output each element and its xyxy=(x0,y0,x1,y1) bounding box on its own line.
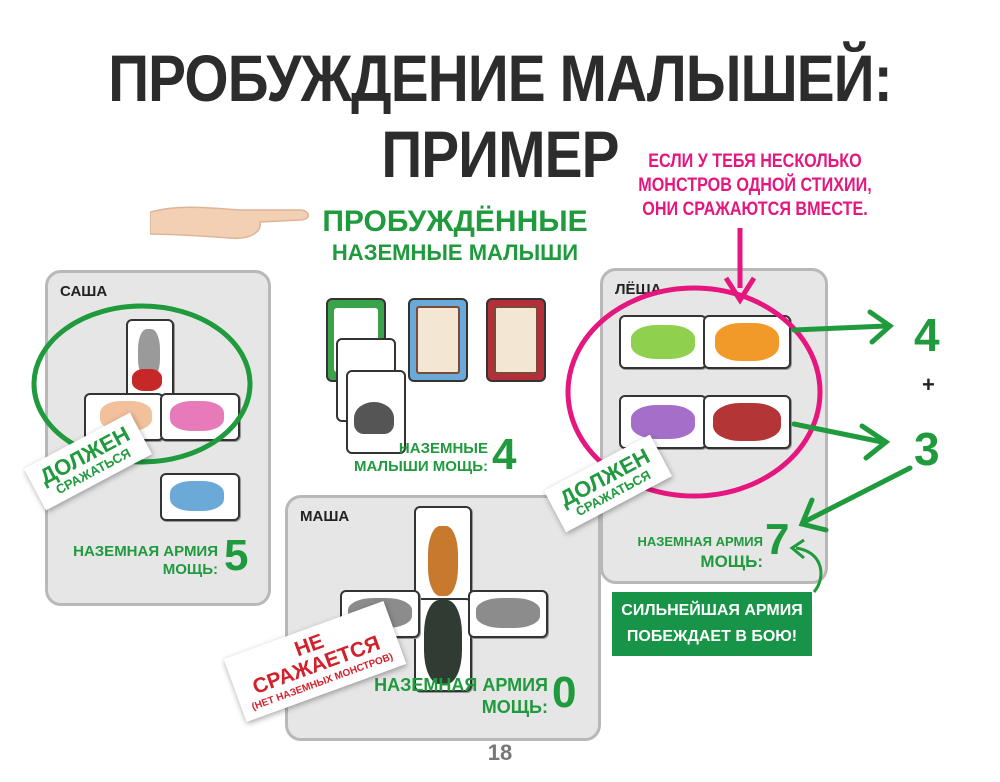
awakened-line1: ПРОБУЖДЁННЫЕ xyxy=(322,205,588,238)
awakened-heading: ПРОБУЖДЁННЫЕ НАЗЕМНЫЕ МАЛЫШИ xyxy=(305,205,605,267)
awakened-line2: НАЗЕМНЫЕ МАЛЫШИ xyxy=(331,240,579,265)
element-note: ЕСЛИ У ТЕБЯ НЕСКОЛЬКО МОНСТРОВ ОДНОЙ СТИ… xyxy=(638,151,872,220)
masha-power-label: НАЗЕМНАЯ АРМИЯ МОЩЬ: xyxy=(358,674,548,718)
monster-card xyxy=(703,395,791,449)
green-arrows-icon xyxy=(790,300,920,560)
sum-plus: + xyxy=(922,372,935,397)
player-name: МАША xyxy=(300,508,350,525)
sum-bottom: 3 xyxy=(914,423,940,475)
monster-card xyxy=(160,473,240,521)
power-label-line1: НАЗЕМНАЯ АРМИЯ xyxy=(73,543,218,560)
monster-card xyxy=(619,315,707,369)
land-baby-card xyxy=(346,370,406,454)
lesha-power-label: НАЗЕМНАЯ АРМИЯ МОЩЬ: xyxy=(613,533,763,573)
masha-power-value: 0 xyxy=(552,668,577,717)
power-label-line1: НАЗЕМНАЯ АРМИЯ xyxy=(374,675,548,695)
page-number: 18 xyxy=(487,740,513,765)
pointing-hand-icon xyxy=(149,190,320,250)
center-power-label2: МАЛЫШИ МОЩЬ: xyxy=(354,458,488,475)
pink-arrow-icon xyxy=(720,228,760,308)
center-power: НАЗЕМНЫЕ МАЛЫШИ МОЩЬ: 4 xyxy=(340,430,550,490)
sasha-power-label: НАЗЕМНАЯ АРМИЯ МОЩЬ: xyxy=(58,543,218,579)
power-label-line1: НАЗЕМНАЯ АРМИЯ xyxy=(637,534,763,549)
highlight-circle xyxy=(30,300,260,470)
monster-card xyxy=(414,598,472,692)
power-label-line2: МОЩЬ: xyxy=(162,561,218,578)
center-power-value: 4 xyxy=(492,430,517,479)
curved-arrow-icon xyxy=(784,538,834,594)
player-name: САША xyxy=(60,283,108,300)
banner-line1: СИЛЬНЕЙШАЯ АРМИЯ xyxy=(621,602,803,619)
sum-top: 4 xyxy=(914,309,940,361)
player-panel-lesha: ЛЁША НАЗЕМНАЯ АРМИЯ МОЩЬ: 7 xyxy=(600,268,828,584)
strongest-army-banner: СИЛЬНЕЙШАЯ АРМИЯ ПОБЕЖДАЕТ В БОЮ! xyxy=(612,592,812,656)
monster-card xyxy=(619,395,707,449)
page-title: ПРОБУЖДЕНИЕ МАЛЫШЕЙ: ПРИМЕР xyxy=(108,41,892,191)
power-label-line2: МОЩЬ: xyxy=(481,697,548,717)
lesha-power-value: 7 xyxy=(765,515,790,564)
monster-card xyxy=(703,315,791,369)
monster-card xyxy=(468,590,548,638)
highlight-circle xyxy=(564,284,834,504)
card-back xyxy=(408,298,468,382)
sasha-power-value: 5 xyxy=(224,531,249,580)
card-back xyxy=(486,298,546,382)
center-power-label1: НАЗЕМНЫЕ xyxy=(398,440,488,457)
awakened-cards xyxy=(326,298,556,458)
monster-card xyxy=(414,506,472,606)
player-panel-masha: МАША НАЗЕМНАЯ АРМИЯ МОЩЬ: 0 xyxy=(285,495,601,741)
power-label-line2: МОЩЬ: xyxy=(700,552,763,571)
banner-line2: ПОБЕЖДАЕТ В БОЮ! xyxy=(626,628,798,645)
